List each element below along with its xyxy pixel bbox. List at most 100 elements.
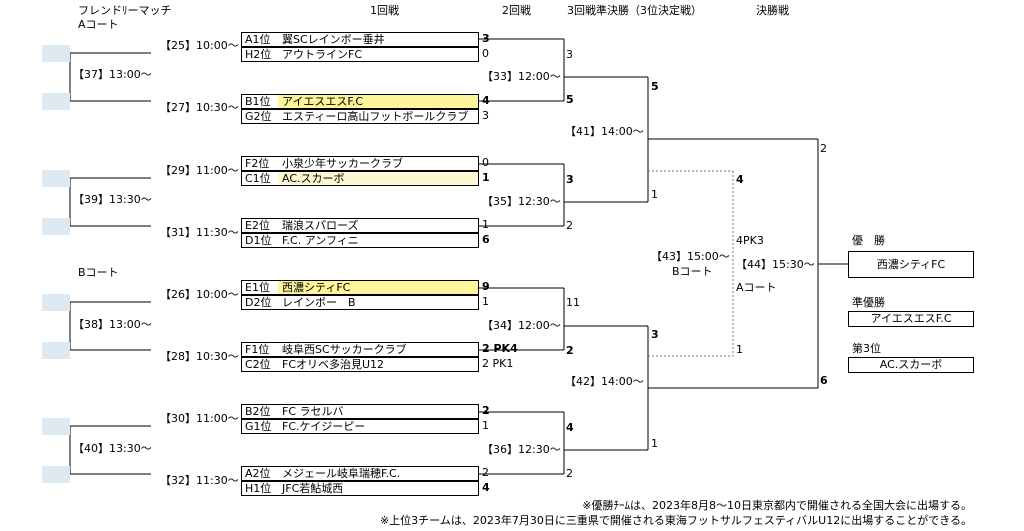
team-score: 0 (482, 47, 489, 60)
team-highlight (278, 172, 478, 185)
team-box: E1位西濃シティFC (241, 280, 479, 295)
match-39-label: 【39】13:30～ (73, 193, 152, 206)
match-42-label: 【42】14:00～ (565, 375, 644, 388)
team-seed: B1位 (245, 95, 271, 108)
team-box: G2位エスティーロ高山フットボールクラブ (241, 109, 479, 124)
match-38-label: 【38】13:00～ (73, 318, 152, 331)
team-highlight (278, 95, 478, 108)
friendly-slot (42, 93, 70, 110)
score-33-bottom: 5 (566, 93, 574, 106)
match-30-label: 【30】11:00～ (160, 412, 239, 425)
team-seed: G1位 (245, 420, 272, 433)
team-name: エスティーロ高山フットボールクラブ (282, 110, 469, 123)
team-seed: G2位 (245, 110, 272, 123)
match-31-label: 【31】11:30～ (160, 226, 239, 239)
team-score: 3 (482, 109, 489, 122)
team-name: 翼SCレインボー垂井 (282, 33, 385, 46)
score-36-bottom: 2 (566, 467, 573, 480)
runner-up-name: アイエスエスF.C (870, 312, 952, 325)
friendly-slot (42, 45, 70, 62)
team-seed: H1位 (245, 482, 272, 495)
round3-header: 3回戦準決勝（3位決定戦） (567, 4, 702, 17)
match-36-label: 【36】12:30～ (482, 443, 561, 456)
match-29-label: 【29】11:00～ (160, 164, 239, 177)
team-name: アウトラインFC (282, 48, 363, 61)
team-name: AC.スカーボ (282, 172, 345, 185)
round1-header: 1回戦 (370, 4, 399, 17)
team-name: JFC若鮎城西 (282, 482, 344, 495)
third-name: AC.スカーボ (879, 358, 943, 371)
team-seed: F1位 (245, 343, 270, 356)
team-score: 4 (482, 481, 490, 494)
score-34-bottom: 2 (566, 344, 574, 357)
team-box: A2位メジェール岐阜瑞穂F.C. (241, 466, 479, 481)
team-score: 1 (482, 171, 490, 184)
team-name: 岐阜西SCサッカークラブ (282, 343, 407, 356)
friendly-slot (42, 218, 70, 235)
match-35-label: 【35】12:30～ (482, 195, 561, 208)
court-a-label: Aコート (78, 18, 119, 31)
third-label: 第3位 (852, 342, 881, 355)
friendly-slot (42, 342, 70, 359)
team-score: 2 PK4 (482, 342, 518, 355)
match-43-court: Bコート (672, 265, 713, 278)
team-name: 小泉少年サッカークラブ (282, 157, 403, 170)
score-36-top: 4 (566, 421, 574, 434)
team-score: 9 (482, 280, 490, 293)
team-seed: B2位 (245, 405, 271, 418)
score-34-top: 11 (566, 296, 580, 309)
score-41-bottom: 1 (651, 188, 658, 201)
final-score-bottom: 6 (820, 374, 828, 387)
final-score-top: 2 (820, 142, 827, 155)
score-35-bottom: 2 (566, 219, 573, 232)
match-26-label: 【26】10:00～ (160, 288, 239, 301)
team-name: FC ラセルバ (282, 405, 344, 418)
team-score: 0 (482, 156, 489, 169)
match-41-label: 【41】14:00～ (565, 125, 644, 138)
final-header: 決勝戦 (756, 4, 789, 17)
team-seed: C2位 (245, 358, 271, 371)
friendly-slot (42, 418, 70, 435)
team-score: 1 (482, 218, 489, 231)
team-seed: E1位 (245, 281, 270, 294)
team-seed: D1位 (245, 234, 272, 247)
team-box: F1位岐阜西SCサッカークラブ (241, 342, 479, 357)
match-33-label: 【33】12:00～ (482, 70, 561, 83)
team-seed: F2位 (245, 157, 270, 170)
match-44-label: 【44】15:30～ (736, 258, 815, 271)
score-35-top: 3 (566, 173, 574, 186)
team-score: 2 (482, 466, 489, 479)
team-seed: C1位 (245, 172, 271, 185)
team-box: H1位 JFC若鮎城西 (241, 481, 479, 496)
team-seed: H2位 (245, 48, 272, 61)
champion-box: 西濃シティFC (848, 251, 974, 278)
team-score: 1 (482, 419, 489, 432)
runner-up-box: アイエスエスF.C (848, 311, 974, 327)
team-box: B1位アイエスエスF.C (241, 94, 479, 109)
team-highlight (278, 281, 478, 294)
friendly-match-header: フレンドﾘーマッチ (78, 4, 172, 17)
match-25-label: 【25】10:00～ (160, 39, 239, 52)
court-b-label: Bコート (78, 266, 119, 279)
team-box: F2位小泉少年サッカークラブ (241, 156, 479, 171)
team-seed: A2位 (245, 467, 271, 480)
final-court: Aコート (736, 281, 777, 294)
team-seed: E2位 (245, 219, 270, 232)
third-place-score-bottom: 1 (736, 343, 743, 356)
friendly-slot (42, 170, 70, 187)
third-box: AC.スカーボ (848, 357, 974, 373)
team-score: 1 (482, 295, 489, 308)
team-box: E2位瑞浪スパローズ (241, 218, 479, 233)
team-score: 2 PK1 (482, 357, 514, 370)
match-27-label: 【27】10:30～ (160, 101, 239, 114)
team-score: 2 (482, 404, 490, 417)
team-box: A1位翼SCレインボー垂井 (241, 32, 479, 47)
team-box: C1位 AC.スカーボ (241, 171, 479, 186)
team-name: レインボー B (282, 296, 356, 309)
team-box: D2位レインボー B (241, 295, 479, 310)
